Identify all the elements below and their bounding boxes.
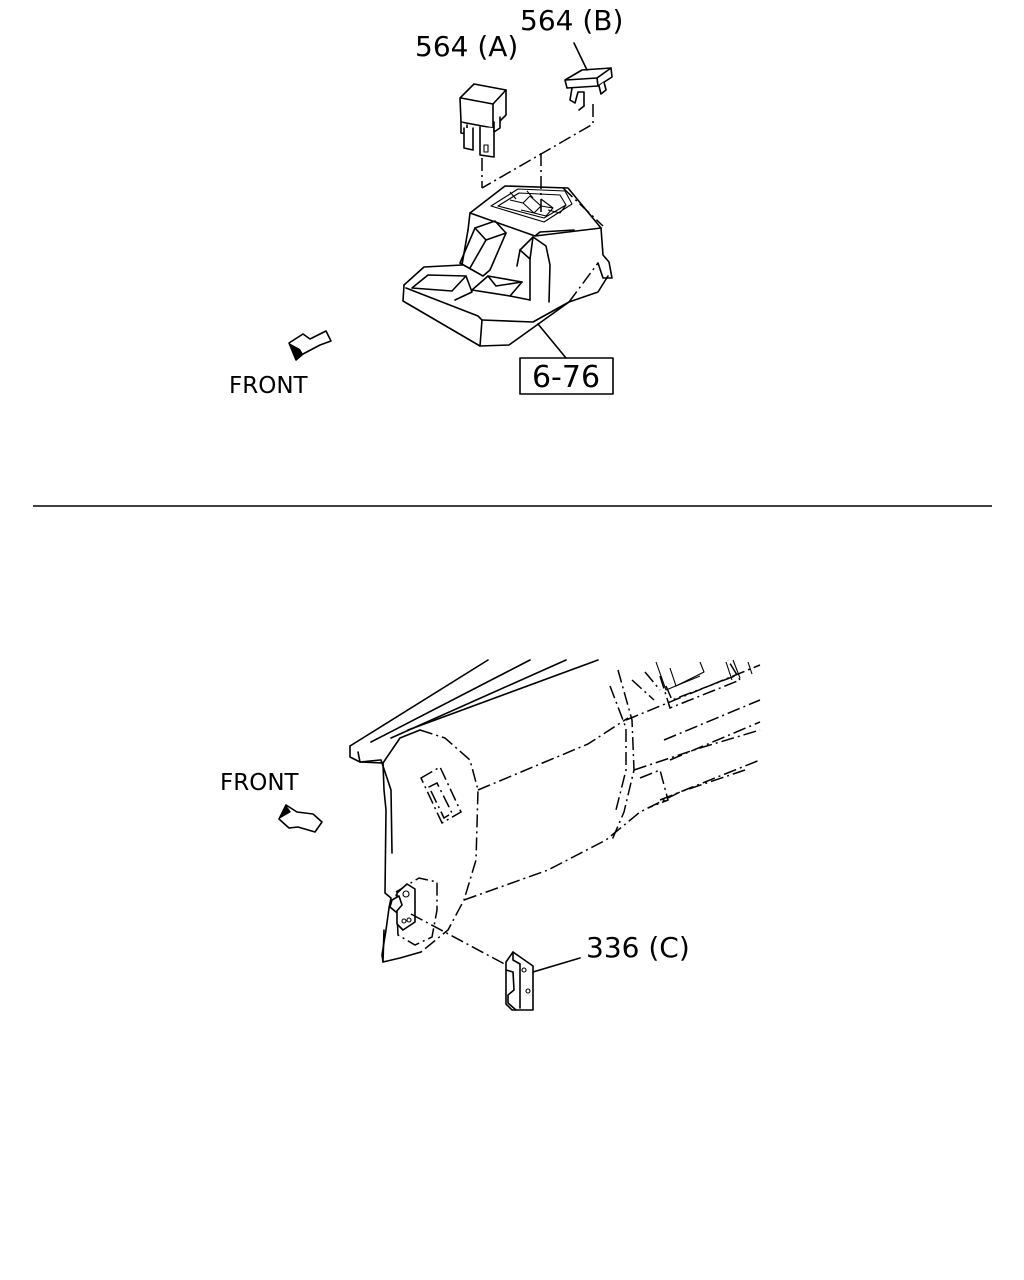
part-336c-label: 336 (C) [586, 931, 690, 964]
front-arrow-icon [288, 330, 332, 361]
part-564b-cap[interactable] [564, 67, 613, 111]
ref-leader-6-76 [537, 323, 567, 359]
part-564a-switch[interactable] [459, 83, 507, 158]
center-console[interactable] [402, 185, 613, 347]
top-view: 6-76 564 (A) 564 (B) FRONT [229, 4, 623, 399]
part-336c-bracket[interactable] [505, 951, 534, 1011]
instrument-panel[interactable] [349, 659, 761, 963]
bottom-view: FRONT [220, 659, 761, 1011]
part-336c-leader [532, 957, 581, 973]
assembly-line-c [410, 913, 513, 969]
part-564a-label: 564 (A) [415, 30, 518, 63]
ref-box-6-76-label: 6-76 [532, 360, 600, 395]
part-564b-leader [573, 42, 588, 71]
front-label-bottom: FRONT [220, 770, 300, 796]
ref-box-6-76[interactable] [519, 357, 614, 395]
front-arrow-icon-bottom [278, 804, 323, 833]
front-label-top: FRONT [229, 373, 309, 399]
part-564b-label: 564 (B) [520, 4, 623, 37]
assembly-line-b [481, 104, 594, 189]
